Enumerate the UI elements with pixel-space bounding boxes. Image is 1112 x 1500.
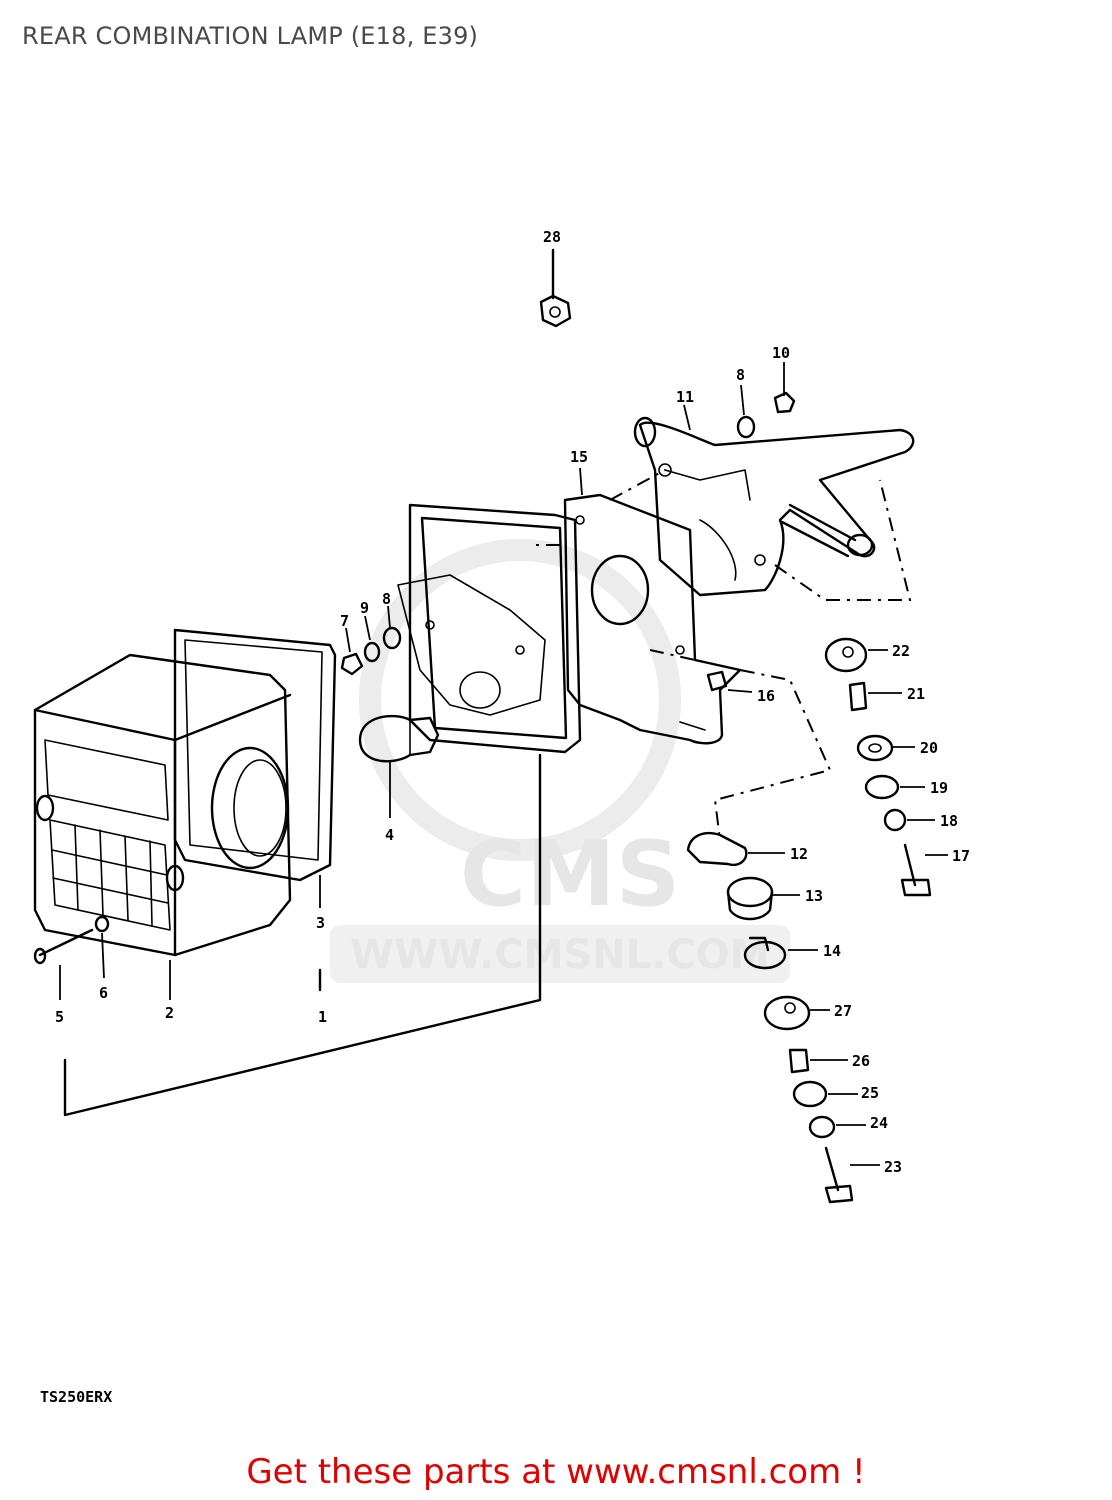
label-part-5: 5 [55,1008,64,1026]
part-5-6-screw [33,915,171,1000]
label-part-26: 26 [852,1052,870,1070]
cta-link[interactable]: Get these parts at www.cmsnl.com ! [246,1452,866,1492]
part-8-10-fasteners [736,362,796,439]
part-3-gasket [397,503,582,754]
part-12-14-stack [686,831,818,970]
part-27-23-stack [763,995,880,1204]
label-part-6: 6 [99,984,108,1002]
page-title: REAR COMBINATION LAMP (E18, E39) [22,22,479,50]
label-part-19: 19 [930,779,948,797]
label-part-12: 12 [790,845,808,863]
label-part-4: 4 [385,826,394,844]
label-part-24: 24 [870,1114,888,1132]
label-part-20: 20 [920,739,938,757]
label-part-8a: 8 [382,590,391,608]
label-part-1-alt: 3 [316,914,325,932]
watermark-url: WWW.CMSNL.COM [350,932,770,978]
label-part-13: 13 [805,887,823,905]
part-28-nut [539,248,572,328]
label-part-22: 22 [892,642,910,660]
label-part-18: 18 [940,812,958,830]
watermark-logo: CMS [460,822,680,927]
label-part-1: 1 [318,1008,327,1026]
label-part-8b: 8 [736,366,745,384]
part-7-9-8-stack [340,605,402,676]
label-part-21: 21 [907,685,925,703]
part-22-17-stack [824,637,948,897]
part-1-assembly-lines [63,479,912,1117]
part-4-bulb [358,714,440,818]
label-part-28: 28 [543,228,561,246]
label-part-17: 17 [952,847,970,865]
watermark: CMS WWW.CMSNL.COM [330,539,790,983]
label-part-11: 11 [676,388,694,406]
label-part-10: 10 [772,344,790,362]
label-part-2: 2 [165,1004,174,1022]
part-11-bracket [633,416,915,597]
label-part-23: 23 [884,1158,902,1176]
label-part-14: 14 [823,942,841,960]
part-3-lens-gasket [173,628,337,908]
label-part-15: 15 [570,448,588,466]
label-part-9: 9 [360,599,369,617]
label-part-16: 16 [757,687,775,705]
model-code: TS250ERX [40,1388,112,1406]
part-labels: 3 1 2 4 5 6 7 8 8 9 10 11 12 13 14 15 16… [55,228,970,1176]
part-2-lens [33,653,292,957]
label-part-25: 25 [861,1084,879,1102]
label-part-7: 7 [340,612,349,630]
label-part-27: 27 [834,1002,852,1020]
top-leaders [579,404,691,496]
part-16-screw [706,670,753,693]
